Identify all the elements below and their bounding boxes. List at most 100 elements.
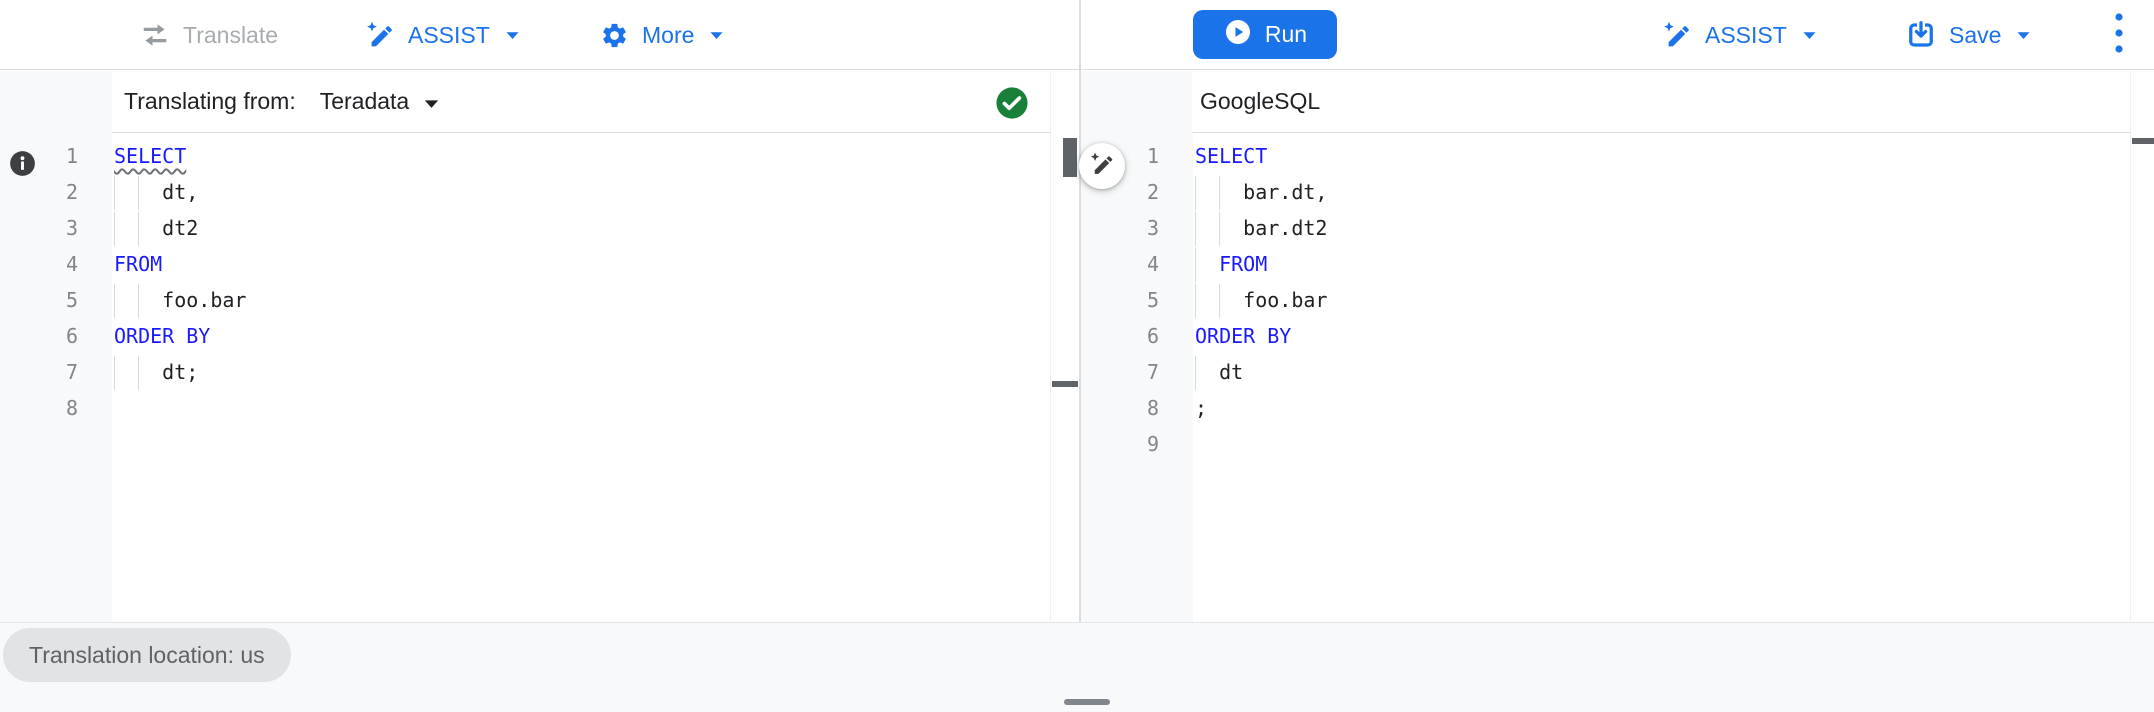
indent-guide <box>1195 356 1196 390</box>
magic-pen-icon <box>1662 20 1692 50</box>
indent-guide <box>1219 176 1221 210</box>
line-number: 8 <box>1146 396 1159 420</box>
indent-guide <box>138 176 140 210</box>
chevron-down-icon <box>709 31 724 40</box>
save-label: Save <box>1949 21 2002 48</box>
translation-location-text: Translation location: us <box>29 641 265 668</box>
indent-guide <box>138 284 140 318</box>
indent-guide <box>138 356 140 390</box>
sql-text <box>1195 252 1219 276</box>
run-label: Run <box>1264 21 1308 47</box>
play-circle-icon <box>1223 17 1253 53</box>
sql-keyword: SELECT <box>1195 144 1268 168</box>
gear-icon <box>600 21 629 50</box>
code-line[interactable]: 9 <box>1081 426 2130 462</box>
code-line[interactable]: 5 foo.bar <box>1081 282 2130 318</box>
code-text: ORDER BY <box>114 318 210 354</box>
code-line[interactable]: 8 <box>0 390 1050 426</box>
code-line[interactable]: 2 bar.dt, <box>1081 174 2130 210</box>
chevron-down-icon <box>2016 31 2031 40</box>
source-dialect-select[interactable]: Teradata <box>320 88 441 115</box>
swap-arrows-icon <box>140 20 170 50</box>
magic-pen-icon <box>365 20 395 50</box>
green-check-circle-icon <box>995 86 1029 120</box>
code-line[interactable]: 7 dt; <box>0 354 1050 390</box>
code-line[interactable]: 8; <box>1081 390 2130 426</box>
code-text: SELECT <box>1195 138 1267 174</box>
line-number: 5 <box>1146 288 1159 312</box>
line-number: 7 <box>1146 360 1159 384</box>
code-line[interactable]: 3 dt2 <box>0 210 1050 246</box>
code-text: FROM <box>1195 246 1267 282</box>
top-toolbar: Translate ASSIST <box>0 0 2154 70</box>
source-scrollbar-track <box>1050 71 1051 622</box>
sql-keyword: ORDER BY <box>1195 324 1292 348</box>
magic-pen-icon <box>1089 151 1115 182</box>
target-overview-cursor-marker <box>2132 138 2154 144</box>
line-number: 3 <box>65 216 78 240</box>
line-number: 2 <box>65 180 78 204</box>
sql-text: bar.dt, <box>1195 180 1328 204</box>
indent-guide <box>1219 284 1221 318</box>
inline-assist-button[interactable] <box>1079 143 1125 189</box>
sql-text: ; <box>1195 396 1208 420</box>
sql-text: dt <box>1195 360 1244 384</box>
line-number: 9 <box>1146 432 1159 456</box>
code-text: ; <box>1195 390 1207 426</box>
more-label: More <box>642 21 695 48</box>
code-line[interactable]: 3 bar.dt2 <box>1081 210 2130 246</box>
code-line[interactable]: 1 SELECT <box>1081 138 2130 174</box>
translate-label: Translate <box>183 21 279 48</box>
line-number: 4 <box>1146 252 1159 276</box>
overflow-menu-button[interactable] <box>2104 0 2134 70</box>
line-number: 8 <box>65 396 78 420</box>
indent-guide <box>1195 284 1196 318</box>
code-line[interactable]: 2 dt, <box>0 174 1050 210</box>
save-menu[interactable]: Save <box>1906 0 2031 70</box>
run-button[interactable]: Run <box>1193 10 1337 59</box>
source-panel-header: Translating from: Teradata <box>112 71 1050 133</box>
code-text: dt; <box>114 354 198 390</box>
code-line[interactable]: 6 ORDER BY <box>1081 318 2130 354</box>
translation-location-chip: Translation location: us <box>3 628 291 682</box>
target-dialect-label: GoogleSQL <box>1200 88 1321 114</box>
code-line[interactable]: 5 foo.bar <box>0 282 1050 318</box>
sql-keyword: FROM <box>1219 252 1268 276</box>
code-line[interactable]: 4 FROM <box>1081 246 2130 282</box>
indent-guide <box>114 284 115 318</box>
code-text: SELECT <box>114 138 186 174</box>
assist-label: ASSIST <box>1705 21 1787 48</box>
source-editor-scrollbar-thumb[interactable] <box>1063 138 1077 177</box>
sql-text: dt2 <box>114 216 199 240</box>
target-panel-header: GoogleSQL <box>1192 71 2130 133</box>
indent-guide <box>114 356 115 390</box>
sql-keyword: ORDER BY <box>114 324 211 348</box>
source-overview-cursor-marker <box>1052 381 1078 387</box>
more-menu[interactable]: More <box>600 0 724 70</box>
save-download-icon <box>1906 20 1936 50</box>
splitter-drag-handle[interactable] <box>1064 699 1110 705</box>
translate-button[interactable]: Translate <box>140 0 278 70</box>
sql-text: bar.dt2 <box>1195 216 1328 240</box>
target-scrollbar-track <box>2130 71 2131 622</box>
panel-splitter[interactable] <box>1079 0 1081 622</box>
assist-menu-right[interactable]: ASSIST <box>1662 0 1817 70</box>
code-text: dt2 <box>114 210 198 246</box>
code-text: bar.dt, <box>1195 174 1327 210</box>
line-number: 6 <box>1146 324 1159 348</box>
sql-text: foo.bar <box>1195 288 1328 312</box>
chevron-down-icon <box>423 88 440 115</box>
assist-menu-left[interactable]: ASSIST <box>365 0 520 70</box>
chevron-down-icon <box>505 31 520 40</box>
line-number: 7 <box>65 360 78 384</box>
code-text: dt <box>1195 354 1243 390</box>
info-icon[interactable] <box>9 150 36 177</box>
code-line[interactable]: 7 dt <box>1081 354 2130 390</box>
line-number: 1 <box>1146 144 1159 168</box>
